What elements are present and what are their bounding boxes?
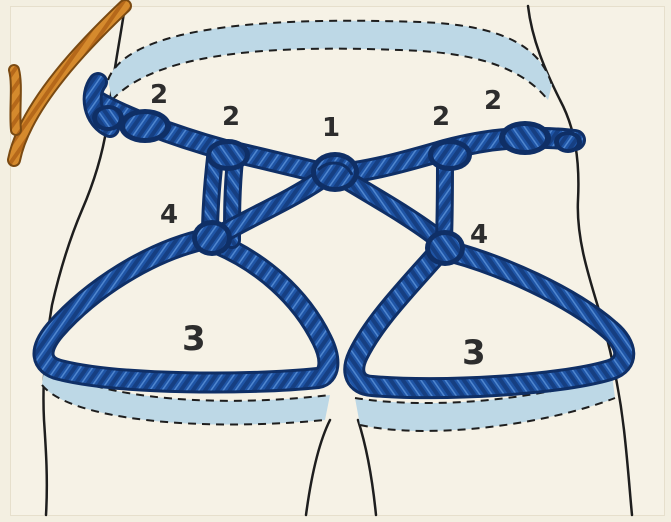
label-2-right-inner: 2 <box>432 104 450 130</box>
knot-right-lower <box>425 230 465 266</box>
label-2-right-outer: 2 <box>484 88 502 114</box>
right-leg-loop-rope <box>354 245 624 388</box>
left-leg-loop-rope <box>44 238 329 383</box>
label-2-left-inner: 2 <box>222 104 240 130</box>
thigh-left-inner <box>306 420 330 515</box>
knot-right-inner <box>428 139 472 171</box>
label-3-left-loop: 3 <box>182 322 206 356</box>
thigh-right-inner <box>358 420 376 515</box>
label-4-right: 4 <box>470 222 488 248</box>
knot-left-inner <box>206 139 250 171</box>
label-4-left: 4 <box>160 202 178 228</box>
label-1-center: 1 <box>322 115 340 141</box>
label-2-left-outer: 2 <box>150 82 168 108</box>
knot-left-lower <box>192 220 232 256</box>
knot-center <box>311 152 359 192</box>
label-3-right-loop: 3 <box>462 336 486 370</box>
